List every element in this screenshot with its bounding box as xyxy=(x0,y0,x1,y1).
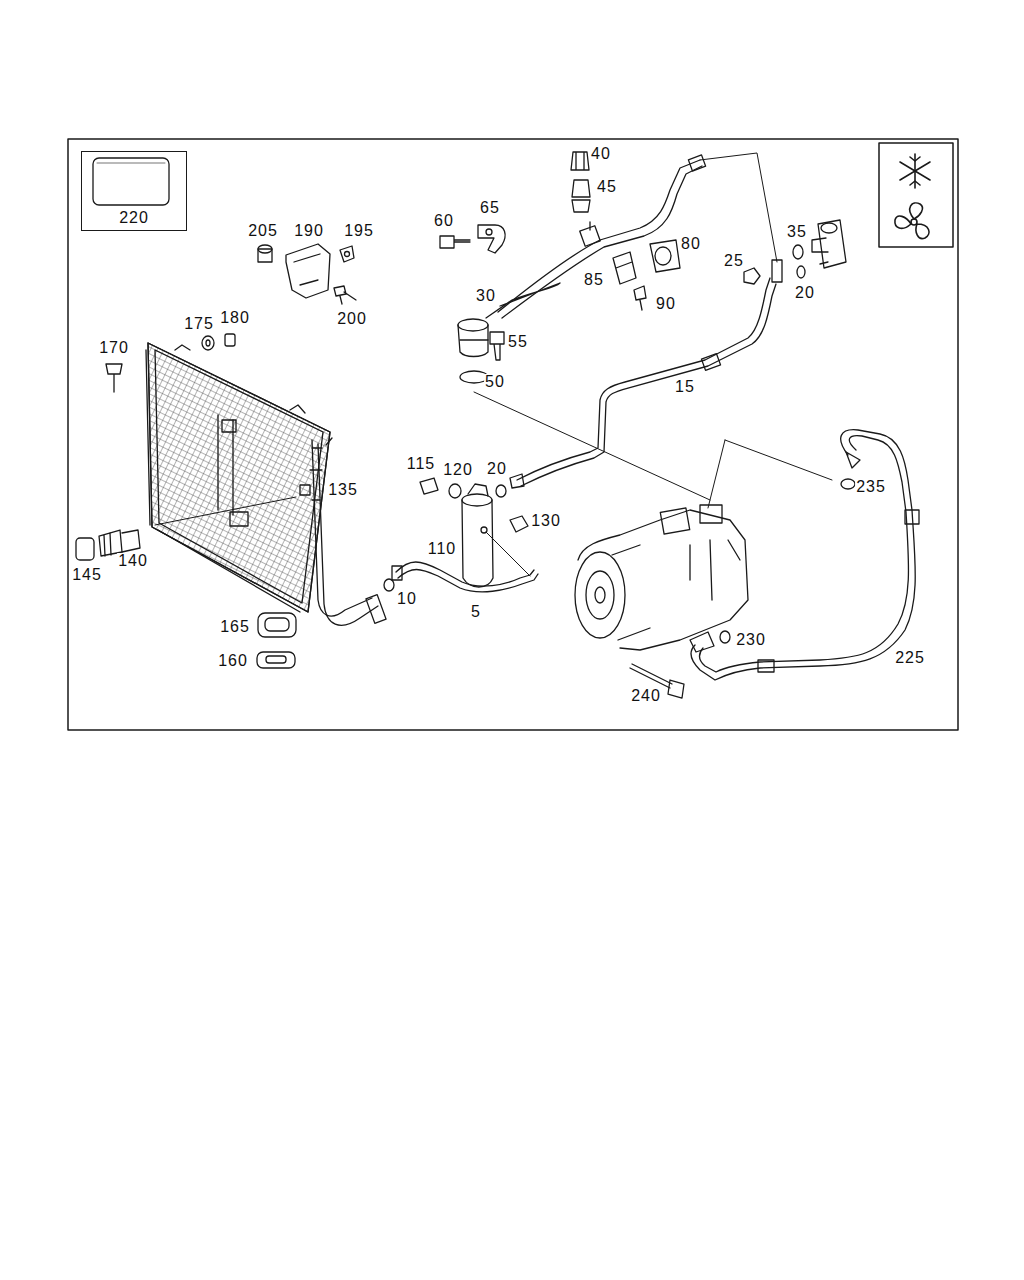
condenser xyxy=(146,343,386,625)
callout-number: 120 xyxy=(442,462,474,478)
callout-number: 5 xyxy=(470,604,482,620)
label-box: 220 xyxy=(81,151,187,231)
callout-number: 140 xyxy=(117,553,149,569)
callout-number: 30 xyxy=(475,288,497,304)
callout-number: 15 xyxy=(674,379,696,395)
icon-box xyxy=(879,143,953,247)
frame xyxy=(68,139,958,730)
callout-number: 40 xyxy=(590,146,612,162)
callout-number: 240 xyxy=(630,688,662,704)
callout-number: 225 xyxy=(894,650,926,666)
callout-number: 35 xyxy=(786,224,808,240)
callout-number: 170 xyxy=(98,340,130,356)
callout-number: 130 xyxy=(530,513,562,529)
callout-number: 135 xyxy=(327,482,359,498)
callout-number: 65 xyxy=(479,200,501,216)
callout-number: 20 xyxy=(794,285,816,301)
compressor xyxy=(575,440,832,650)
callout-number: 115 xyxy=(406,456,437,472)
callout-number: 55 xyxy=(507,334,529,350)
callout-number: 50 xyxy=(484,374,506,390)
callout-number: 195 xyxy=(343,223,375,239)
callout-number: 20 xyxy=(486,461,508,477)
callout-number: 220 xyxy=(82,210,186,226)
callout-number: 230 xyxy=(735,632,767,648)
callout-number: 190 xyxy=(293,223,325,239)
fan-icon xyxy=(895,203,929,239)
callout-number: 45 xyxy=(596,179,618,195)
callout-number: 175 xyxy=(183,316,215,332)
callout-number: 200 xyxy=(336,311,368,327)
callout-number: 165 xyxy=(219,619,251,635)
callout-number: 60 xyxy=(433,213,455,229)
callout-number: 180 xyxy=(219,310,251,326)
callout-number: 25 xyxy=(723,253,745,269)
callout-number: 10 xyxy=(396,591,418,607)
callout-number: 80 xyxy=(680,236,702,252)
callout-number: 205 xyxy=(247,223,279,239)
callout-number: 160 xyxy=(217,653,249,669)
callout-number: 85 xyxy=(583,272,605,288)
callout-number: 145 xyxy=(71,567,103,583)
sticker xyxy=(93,158,169,205)
callout-number: 90 xyxy=(655,296,677,312)
callout-number: 110 xyxy=(427,541,458,557)
snowflake-icon xyxy=(900,154,930,188)
callout-number: 235 xyxy=(855,479,887,495)
